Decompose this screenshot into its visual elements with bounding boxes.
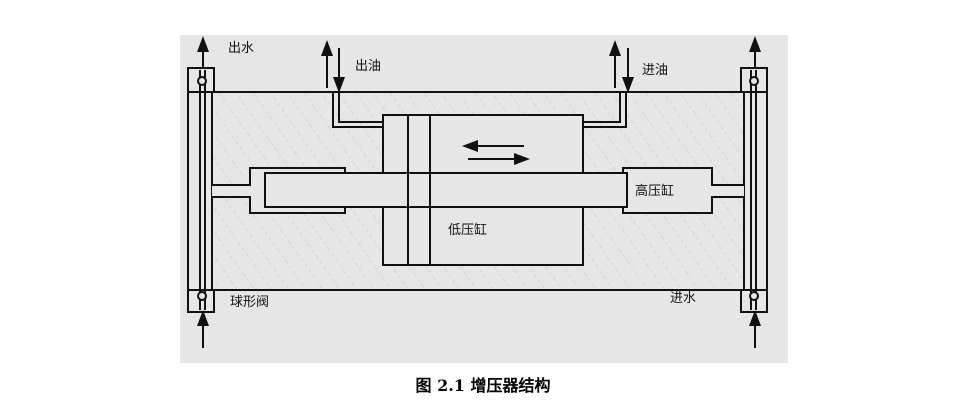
label-oil-in: 进油 (642, 63, 668, 78)
figure-caption: 图 2.1 增压器结构 (416, 376, 551, 395)
label-low-pressure-cylinder: 低压缸 (448, 222, 487, 238)
right-ball-valve-column (740, 67, 768, 313)
label-ball-valve: 球形阀 (230, 295, 269, 310)
label-oil-out: 出油 (355, 59, 381, 74)
left-ball-valve-column (187, 67, 215, 313)
label-water-out: 出水 (228, 41, 254, 56)
label-high-pressure-cylinder: 高压缸 (635, 183, 674, 199)
oil-in-pipe (583, 92, 621, 123)
oil-out-pipe (332, 92, 383, 128)
piston-rod (264, 172, 628, 208)
label-water-in: 进水 (670, 291, 696, 306)
